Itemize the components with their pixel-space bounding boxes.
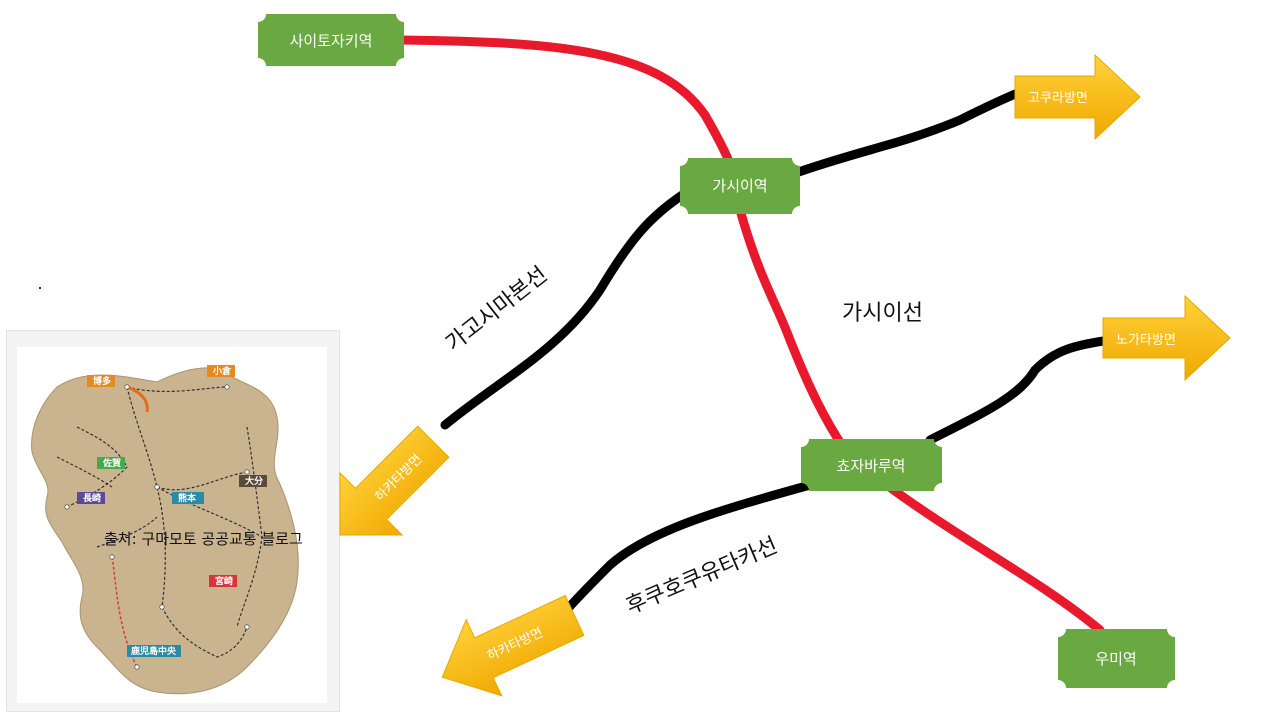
station-kashii-label: 가시이역 bbox=[712, 177, 767, 195]
badge-miyazaki bbox=[209, 575, 237, 587]
badge-kagoshima bbox=[127, 645, 181, 657]
badge-saga bbox=[97, 457, 125, 469]
kashii-line-middle bbox=[735, 205, 850, 455]
arrow-nogata-label: 노가타방면 bbox=[1116, 333, 1176, 348]
kagoshima-line-west bbox=[440, 185, 695, 430]
arrow-kokura-label: 고쿠라방면 bbox=[1028, 91, 1088, 106]
badge-hakata bbox=[87, 375, 115, 387]
station-chojabaru-label: 쵸자바루역 bbox=[836, 457, 905, 475]
stray-dot bbox=[39, 287, 41, 289]
kagoshima-line-east bbox=[785, 85, 1030, 180]
arrow-hakata-fukuhoku: 하카타방면 bbox=[441, 594, 585, 697]
badge-kokura-text: 小倉 bbox=[212, 365, 232, 377]
badge-miyazaki-text: 宮崎 bbox=[215, 575, 233, 587]
badge-saga-text: 佐賀 bbox=[102, 457, 121, 469]
arrow-kokura: 고쿠라방면 bbox=[1014, 53, 1141, 141]
label-kashii-line: 가시이선 bbox=[842, 301, 923, 326]
badge-nagasaki bbox=[77, 492, 105, 504]
kashii-line-south bbox=[875, 475, 1105, 635]
station-umi[interactable]: 우미역 bbox=[1058, 629, 1175, 688]
station-markers bbox=[64, 384, 250, 670]
map-credit: 출처: 구마모토 공공교통 블로그 bbox=[104, 530, 303, 548]
station-saito[interactable]: 사이토자키역 bbox=[258, 14, 404, 66]
badge-oita-text: 大分 bbox=[245, 475, 263, 487]
fukuhoku-line-west bbox=[560, 480, 815, 617]
badge-kumamoto-text: 熊本 bbox=[178, 492, 197, 504]
station-umi-label: 우미역 bbox=[1095, 650, 1136, 668]
arrow-nogata: 노가타방면 bbox=[1102, 294, 1231, 382]
kyushu-map-image: 博多 小倉 佐賀 長崎 熊本 大分 宮崎 鹿児島中央 bbox=[6, 330, 340, 712]
city-badges: 博多 小倉 佐賀 長崎 熊本 大分 宮崎 鹿児島中央 bbox=[77, 365, 267, 657]
badge-kagoshima-text: 鹿児島中央 bbox=[130, 645, 177, 657]
badge-kumamoto bbox=[172, 492, 204, 504]
station-chojabaru[interactable]: 쵸자바루역 bbox=[801, 439, 942, 491]
badge-nagasaki-text: 長崎 bbox=[83, 492, 101, 504]
badge-oita bbox=[239, 475, 267, 487]
label-fukuhoku-line: 후쿠호쿠유타카선 bbox=[623, 533, 782, 619]
kyushu-map-svg: 博多 小倉 佐賀 長崎 熊本 大分 宮崎 鹿児島中央 bbox=[31, 365, 299, 695]
label-kagoshima-line: 가고시마본선 bbox=[441, 262, 552, 356]
station-kashii[interactable]: 가시이역 bbox=[680, 158, 800, 214]
badge-hakata-text: 博多 bbox=[93, 375, 111, 387]
shinkansen-orange-line bbox=[126, 385, 149, 413]
map-canvas: 博多 小倉 佐賀 長崎 熊本 大分 宮崎 鹿児島中央 bbox=[17, 347, 327, 703]
fukuhoku-line-east bbox=[925, 335, 1115, 445]
shinkansen-red-line bbox=[111, 556, 138, 668]
station-saito-label: 사이토자키역 bbox=[290, 32, 373, 50]
arrow-hakata-kagoshima: 하카타방면 bbox=[339, 425, 450, 536]
badge-kokura bbox=[207, 365, 235, 377]
